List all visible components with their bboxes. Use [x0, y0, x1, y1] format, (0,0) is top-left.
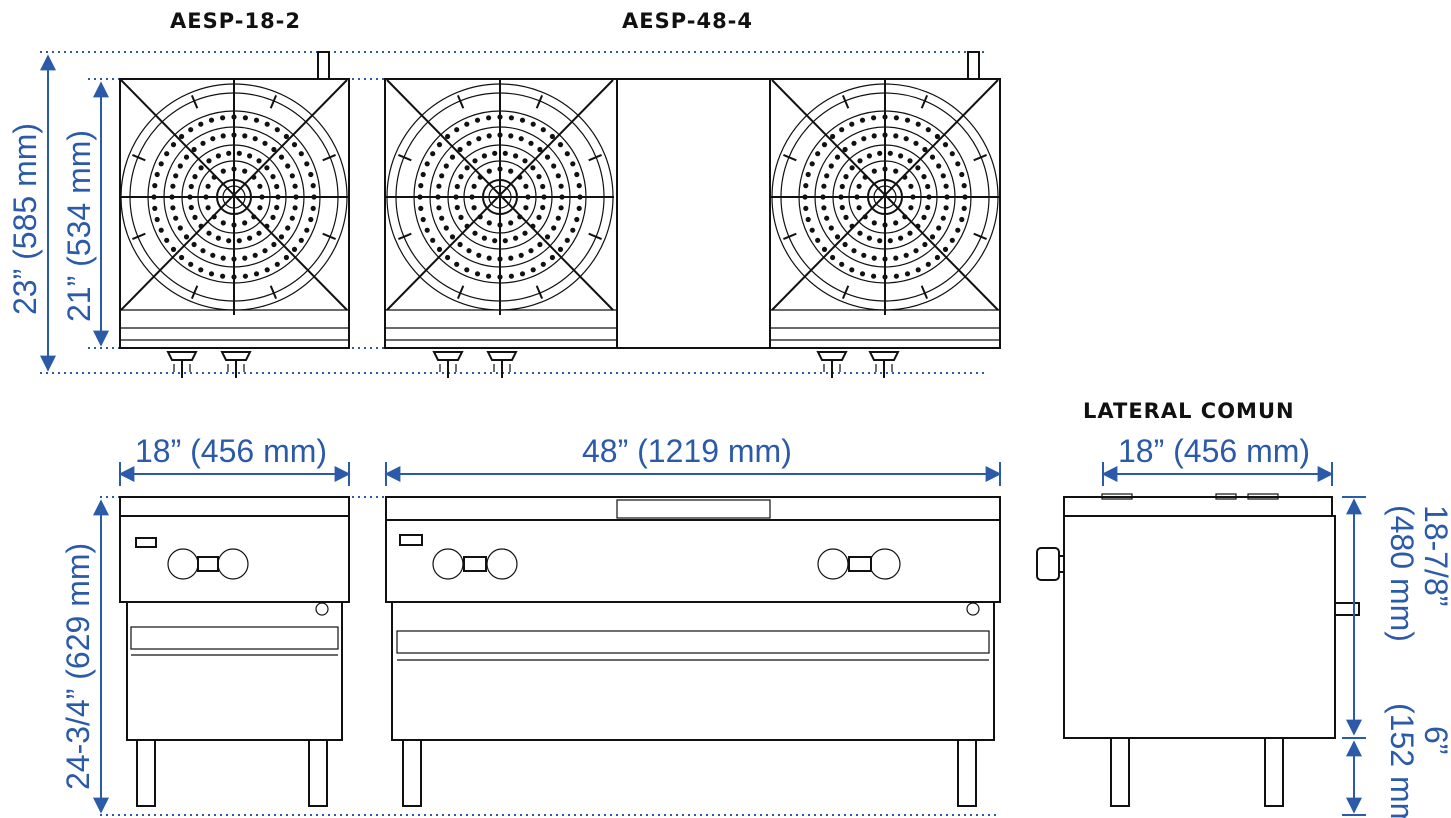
- pilot-port: [966, 602, 980, 616]
- foot-4: [486, 351, 518, 378]
- burner-3: [771, 79, 999, 315]
- control-knob: [869, 548, 901, 580]
- foot-2: [220, 351, 252, 378]
- front-view-aesp-18-2: [119, 496, 350, 807]
- gas-inlet-pipe: [967, 51, 980, 80]
- title-lateral-comun: LATERAL COMUN: [1083, 399, 1295, 423]
- dim-label-top-depth: 21” (534 mm): [61, 130, 97, 322]
- top-view-aesp-48-4: [384, 51, 1001, 378]
- top-view-aesp-18-2: [119, 51, 350, 378]
- dim-label-overall-depth: 23” (585 mm): [7, 123, 43, 315]
- burner-2: [386, 79, 614, 315]
- ignition-valve: [197, 556, 219, 572]
- leg: [136, 739, 156, 807]
- foot-6: [868, 351, 900, 378]
- side-view: [1036, 493, 1360, 807]
- leg: [957, 739, 977, 807]
- brand-logo: [399, 534, 423, 546]
- control-knob: [432, 548, 464, 580]
- control-knob: [817, 548, 849, 580]
- control-knob: [486, 548, 518, 580]
- control-knob: [167, 548, 199, 580]
- side-knob: [1036, 547, 1060, 581]
- dim-label-side-lower-mm: (152 mm): [1384, 703, 1420, 818]
- leg: [402, 739, 422, 807]
- dim-label-width-small: 18” (456 mm): [135, 433, 327, 469]
- gas-inlet-pipe: [317, 51, 330, 80]
- title-aesp-18-2: AESP-18-2: [170, 9, 301, 33]
- dim-label-side-lower-in: 6”: [1418, 726, 1451, 754]
- leg: [308, 739, 328, 807]
- title-aesp-48-4: AESP-48-4: [622, 9, 753, 33]
- ignition-valve: [463, 556, 487, 572]
- foot-5: [816, 351, 848, 378]
- dim-label-side-upper-mm: (480 mm): [1384, 505, 1420, 642]
- foot-3: [432, 351, 464, 378]
- burner-1: [120, 79, 348, 315]
- foot-1: [166, 351, 198, 378]
- dim-label-height: 24-3/4” (629 mm): [60, 543, 96, 790]
- control-knob: [217, 548, 249, 580]
- pilot-port: [315, 602, 329, 616]
- gas-inlet-pipe: [1334, 602, 1360, 616]
- dim-label-side-width: 18” (456 mm): [1118, 433, 1310, 469]
- brand-logo: [135, 537, 157, 548]
- dim-label-width-large: 48” (1219 mm): [582, 433, 792, 469]
- dim-label-side-upper-in: 18-7/8”: [1418, 505, 1451, 606]
- leg: [1110, 737, 1130, 807]
- ignition-valve: [848, 556, 872, 572]
- front-view-aesp-48-4: [385, 496, 1001, 807]
- leg: [1264, 737, 1284, 807]
